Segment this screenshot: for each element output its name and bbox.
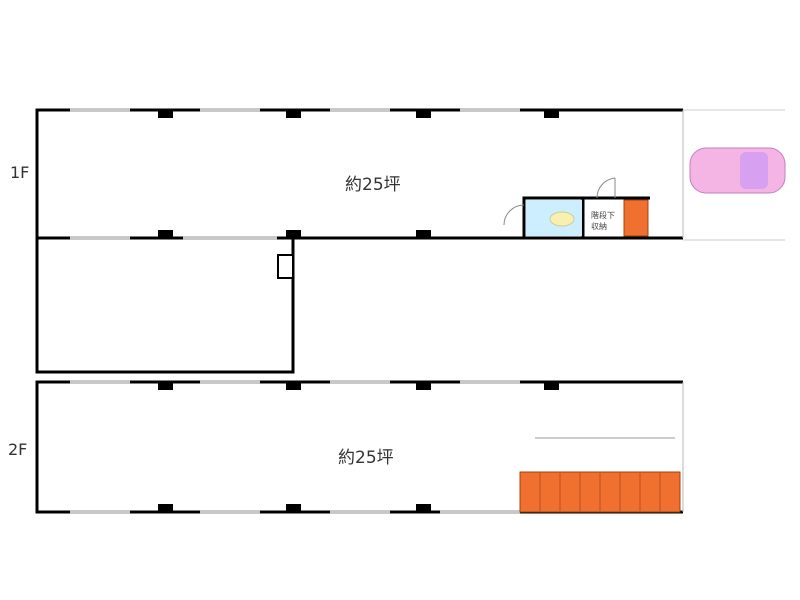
doors <box>503 177 616 226</box>
area-label-2f: 約25坪 <box>338 448 394 468</box>
parking-area <box>683 109 785 241</box>
floor-label-1f: 1F <box>10 163 30 182</box>
floor-1f-walls <box>35 108 684 374</box>
toilet-icon <box>549 211 575 227</box>
windows-2f <box>70 380 520 514</box>
stairs-2f <box>519 471 681 513</box>
area-label-1f: 約25坪 <box>345 175 401 195</box>
stairs-1f <box>623 199 649 237</box>
car-icon <box>689 147 786 194</box>
windows-1f <box>70 108 520 240</box>
storage-label: 階段下収納 <box>591 211 615 231</box>
floor-label-2f: 2F <box>8 440 28 459</box>
sink-icon <box>277 254 294 279</box>
